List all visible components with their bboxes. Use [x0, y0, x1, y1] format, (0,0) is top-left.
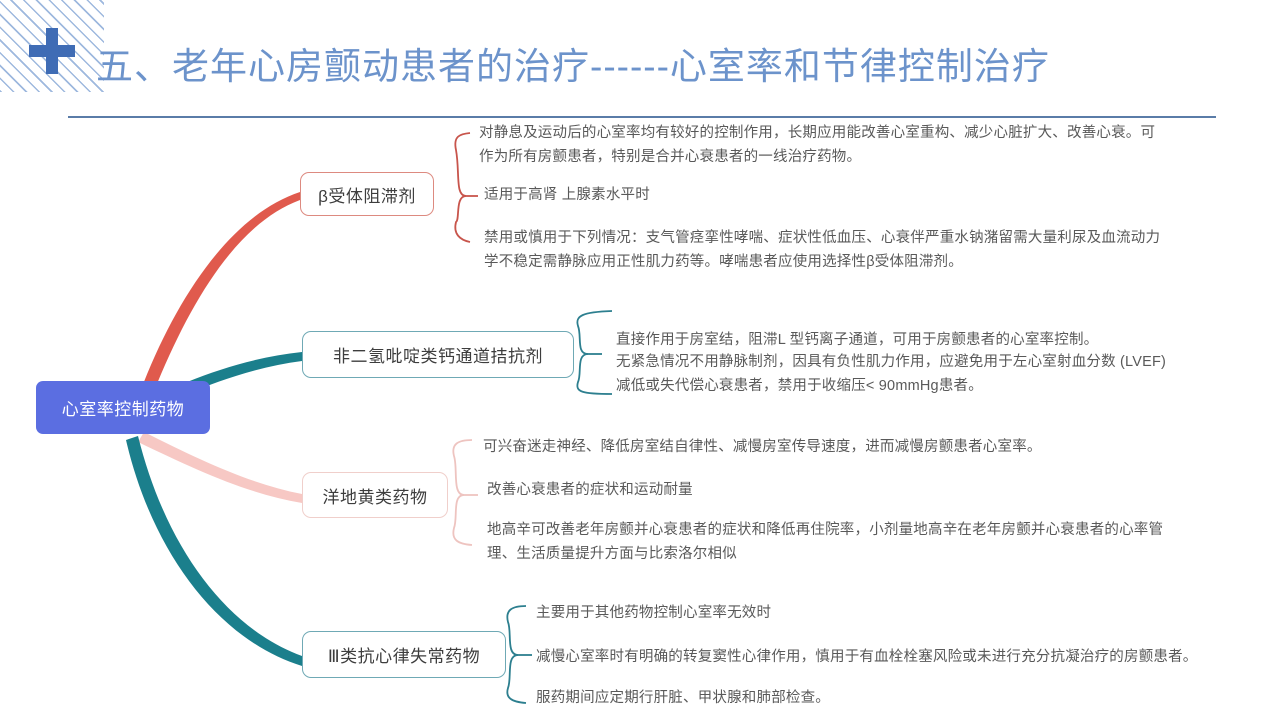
subconnector-beta: [454, 132, 478, 243]
detail-text: 无紧急情况不用静脉制剂，因具有负性肌力作用，应避免用于左心室射血分数 (LVEF…: [616, 354, 1167, 394]
root-node-label: 心室率控制药物: [61, 400, 185, 419]
medical-cross-icon: [29, 28, 75, 74]
connector-root-to-class3: [126, 436, 302, 666]
branch-node-digitalis[interactable]: 洋地黄类药物: [302, 472, 448, 518]
mindmap-root-node[interactable]: 心室率控制药物: [36, 381, 210, 434]
title-divider: [68, 116, 1216, 118]
connector-root-to-beta: [140, 192, 300, 396]
detail-text: 适用于高肾 上腺素水平时: [484, 187, 650, 203]
branch-node-label: Ⅲ类抗心律失常药物: [327, 647, 481, 666]
branch-node-label: 洋地黄类药物: [322, 487, 428, 507]
branch-node-beta-blocker[interactable]: β受体阻滞剂: [300, 172, 434, 216]
detail-text: 地高辛可改善老年房颤并心衰患者的症状和降低再住院率，小剂量地高辛在老年房颤并心衰…: [487, 522, 1164, 562]
branch-node-ccb[interactable]: 非二氢吡啶类钙通道拮抗剂: [302, 331, 574, 378]
detail-text: 服药期间应定期行肝脏、甲状腺和肺部检查。: [536, 690, 830, 706]
detail-text: 可兴奋迷走神经、降低房室结自律性、减慢房室传导速度，进而减慢房颤患者心室率。: [483, 439, 1042, 455]
branch-node-label: β受体阻滞剂: [318, 186, 416, 206]
subconnector-class3: [506, 605, 532, 704]
detail-text: 直接作用于房室结，阻滞L 型钙离子通道，可用于房颤患者的心室率控制。: [616, 332, 1099, 348]
connector-root-to-digitalis: [138, 432, 302, 503]
detail-text: 禁用或慎用于下列情况：支气管痉挛性哮喘、症状性低血压、心衰伴严重水钠潴留需大量利…: [484, 230, 1161, 270]
detail-text: 改善心衰患者的症状和运动耐量: [487, 482, 693, 498]
detail-text: 对静息及运动后的心室率均有较好的控制作用，长期应用能改善心室重构、减少心脏扩大、…: [479, 125, 1156, 165]
page-title: 五、老年心房颤动患者的治疗------心室率和节律控制治疗: [96, 46, 1050, 87]
detail-text: 主要用于其他药物控制心室率无效时: [536, 605, 772, 621]
detail-text: 减慢心室率时有明确的转复窦性心律作用，慎用于有血栓栓塞风险或未进行充分抗凝治疗的…: [536, 649, 1198, 665]
subconnector-digitalis: [452, 439, 478, 546]
branch-node-label: 非二氢吡啶类钙通道拮抗剂: [333, 347, 543, 366]
branch-node-class3[interactable]: Ⅲ类抗心律失常药物: [302, 631, 506, 678]
subconnector-ccb: [576, 310, 613, 395]
